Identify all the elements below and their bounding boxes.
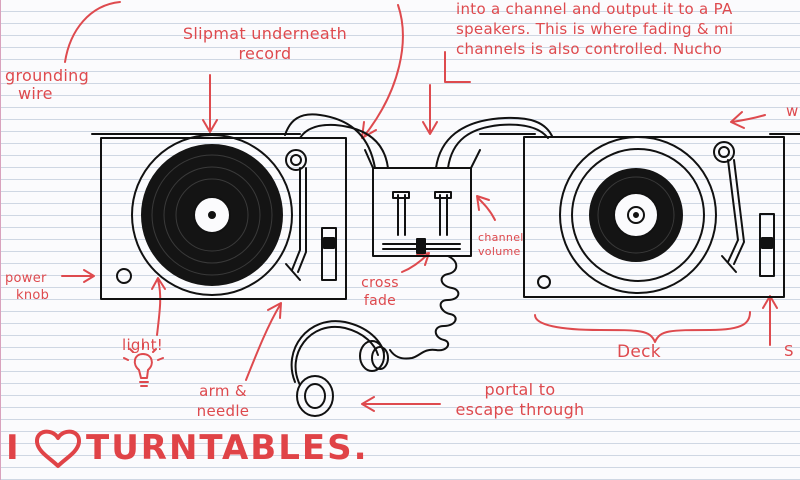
channel-volume-line1: channel xyxy=(478,231,524,244)
arm-label-line2: needle xyxy=(196,402,250,420)
portal-label-line1: portal to xyxy=(484,380,556,399)
mixer-arrow xyxy=(422,84,438,135)
channel-fader-1 xyxy=(392,191,410,236)
left-pitch-slider xyxy=(321,227,337,281)
power-label-line2: knob xyxy=(16,288,50,303)
edge-label-top-right: w xyxy=(786,102,799,120)
crossfade-label-line2: fade xyxy=(363,293,397,309)
top-right-arrow xyxy=(730,111,766,129)
red-annotation-arrows xyxy=(61,1,778,412)
portal-label-line2: escape through xyxy=(455,400,585,419)
right-platter xyxy=(559,136,717,294)
channel-volume-arrow xyxy=(476,195,496,221)
slipmat-arrow xyxy=(202,74,218,133)
left-platter xyxy=(131,134,293,296)
lightbulb-icon xyxy=(133,353,153,379)
left-power-knob xyxy=(116,268,132,284)
deck-label: Deck xyxy=(617,342,661,362)
mixer-description-line3: channels is also controlled. Nucho xyxy=(456,40,723,58)
grounding-label-line2: wire xyxy=(18,84,53,103)
portal-arrow xyxy=(361,396,441,412)
power-knob-arrow xyxy=(61,269,95,283)
mixer-body xyxy=(372,167,472,257)
headphones xyxy=(290,320,389,417)
text-bracket xyxy=(444,51,471,83)
grounding-label-line1: grounding xyxy=(5,66,90,85)
grounding-wire-arrow xyxy=(64,1,121,63)
channel-volume-line2: volume xyxy=(478,245,521,258)
light-label: light! xyxy=(122,336,164,354)
left-turntable xyxy=(100,134,347,300)
headband xyxy=(294,325,379,386)
arm-label-line1: arm & xyxy=(199,382,247,400)
mixer xyxy=(284,113,553,360)
right-turntable xyxy=(523,136,785,298)
left-turntable-body xyxy=(100,137,347,300)
right-pitch-slider xyxy=(759,213,775,277)
slipmat-label-line2: record xyxy=(238,44,292,63)
right-tonearm xyxy=(713,141,745,273)
headphone-cord xyxy=(389,255,460,360)
right-turntable-body xyxy=(523,136,785,298)
deck-brace xyxy=(534,311,751,343)
right-cable xyxy=(447,123,549,169)
power-label-line1: power xyxy=(5,271,47,286)
headline-prefix: I xyxy=(6,428,21,468)
edge-label-bottom-right: S xyxy=(784,342,794,360)
channel-fader-2 xyxy=(434,191,452,236)
crossfade-label-line1: cross xyxy=(361,275,399,291)
right-power-knob xyxy=(537,275,551,289)
heart-icon xyxy=(35,429,81,468)
mixer-description-line1: into a channel and output it to a PA xyxy=(456,0,733,18)
mixer-description-line2: speakers. This is where fading & mi xyxy=(456,20,734,38)
arm-needle-arrow xyxy=(245,302,282,381)
left-record xyxy=(141,144,283,286)
headline-suffix: TURNTABLES. xyxy=(86,428,369,468)
crossfader xyxy=(382,238,461,254)
curved-arrow-to-cables xyxy=(361,4,404,139)
right-record xyxy=(589,168,683,262)
left-cable xyxy=(284,113,376,169)
left-tonearm xyxy=(285,149,307,281)
right-earcup xyxy=(359,340,385,372)
light-arrow xyxy=(151,277,166,336)
left-earcup xyxy=(296,375,334,417)
slipmat-label-line1: Slipmat underneath xyxy=(182,24,348,43)
slider-arrow xyxy=(762,295,778,346)
